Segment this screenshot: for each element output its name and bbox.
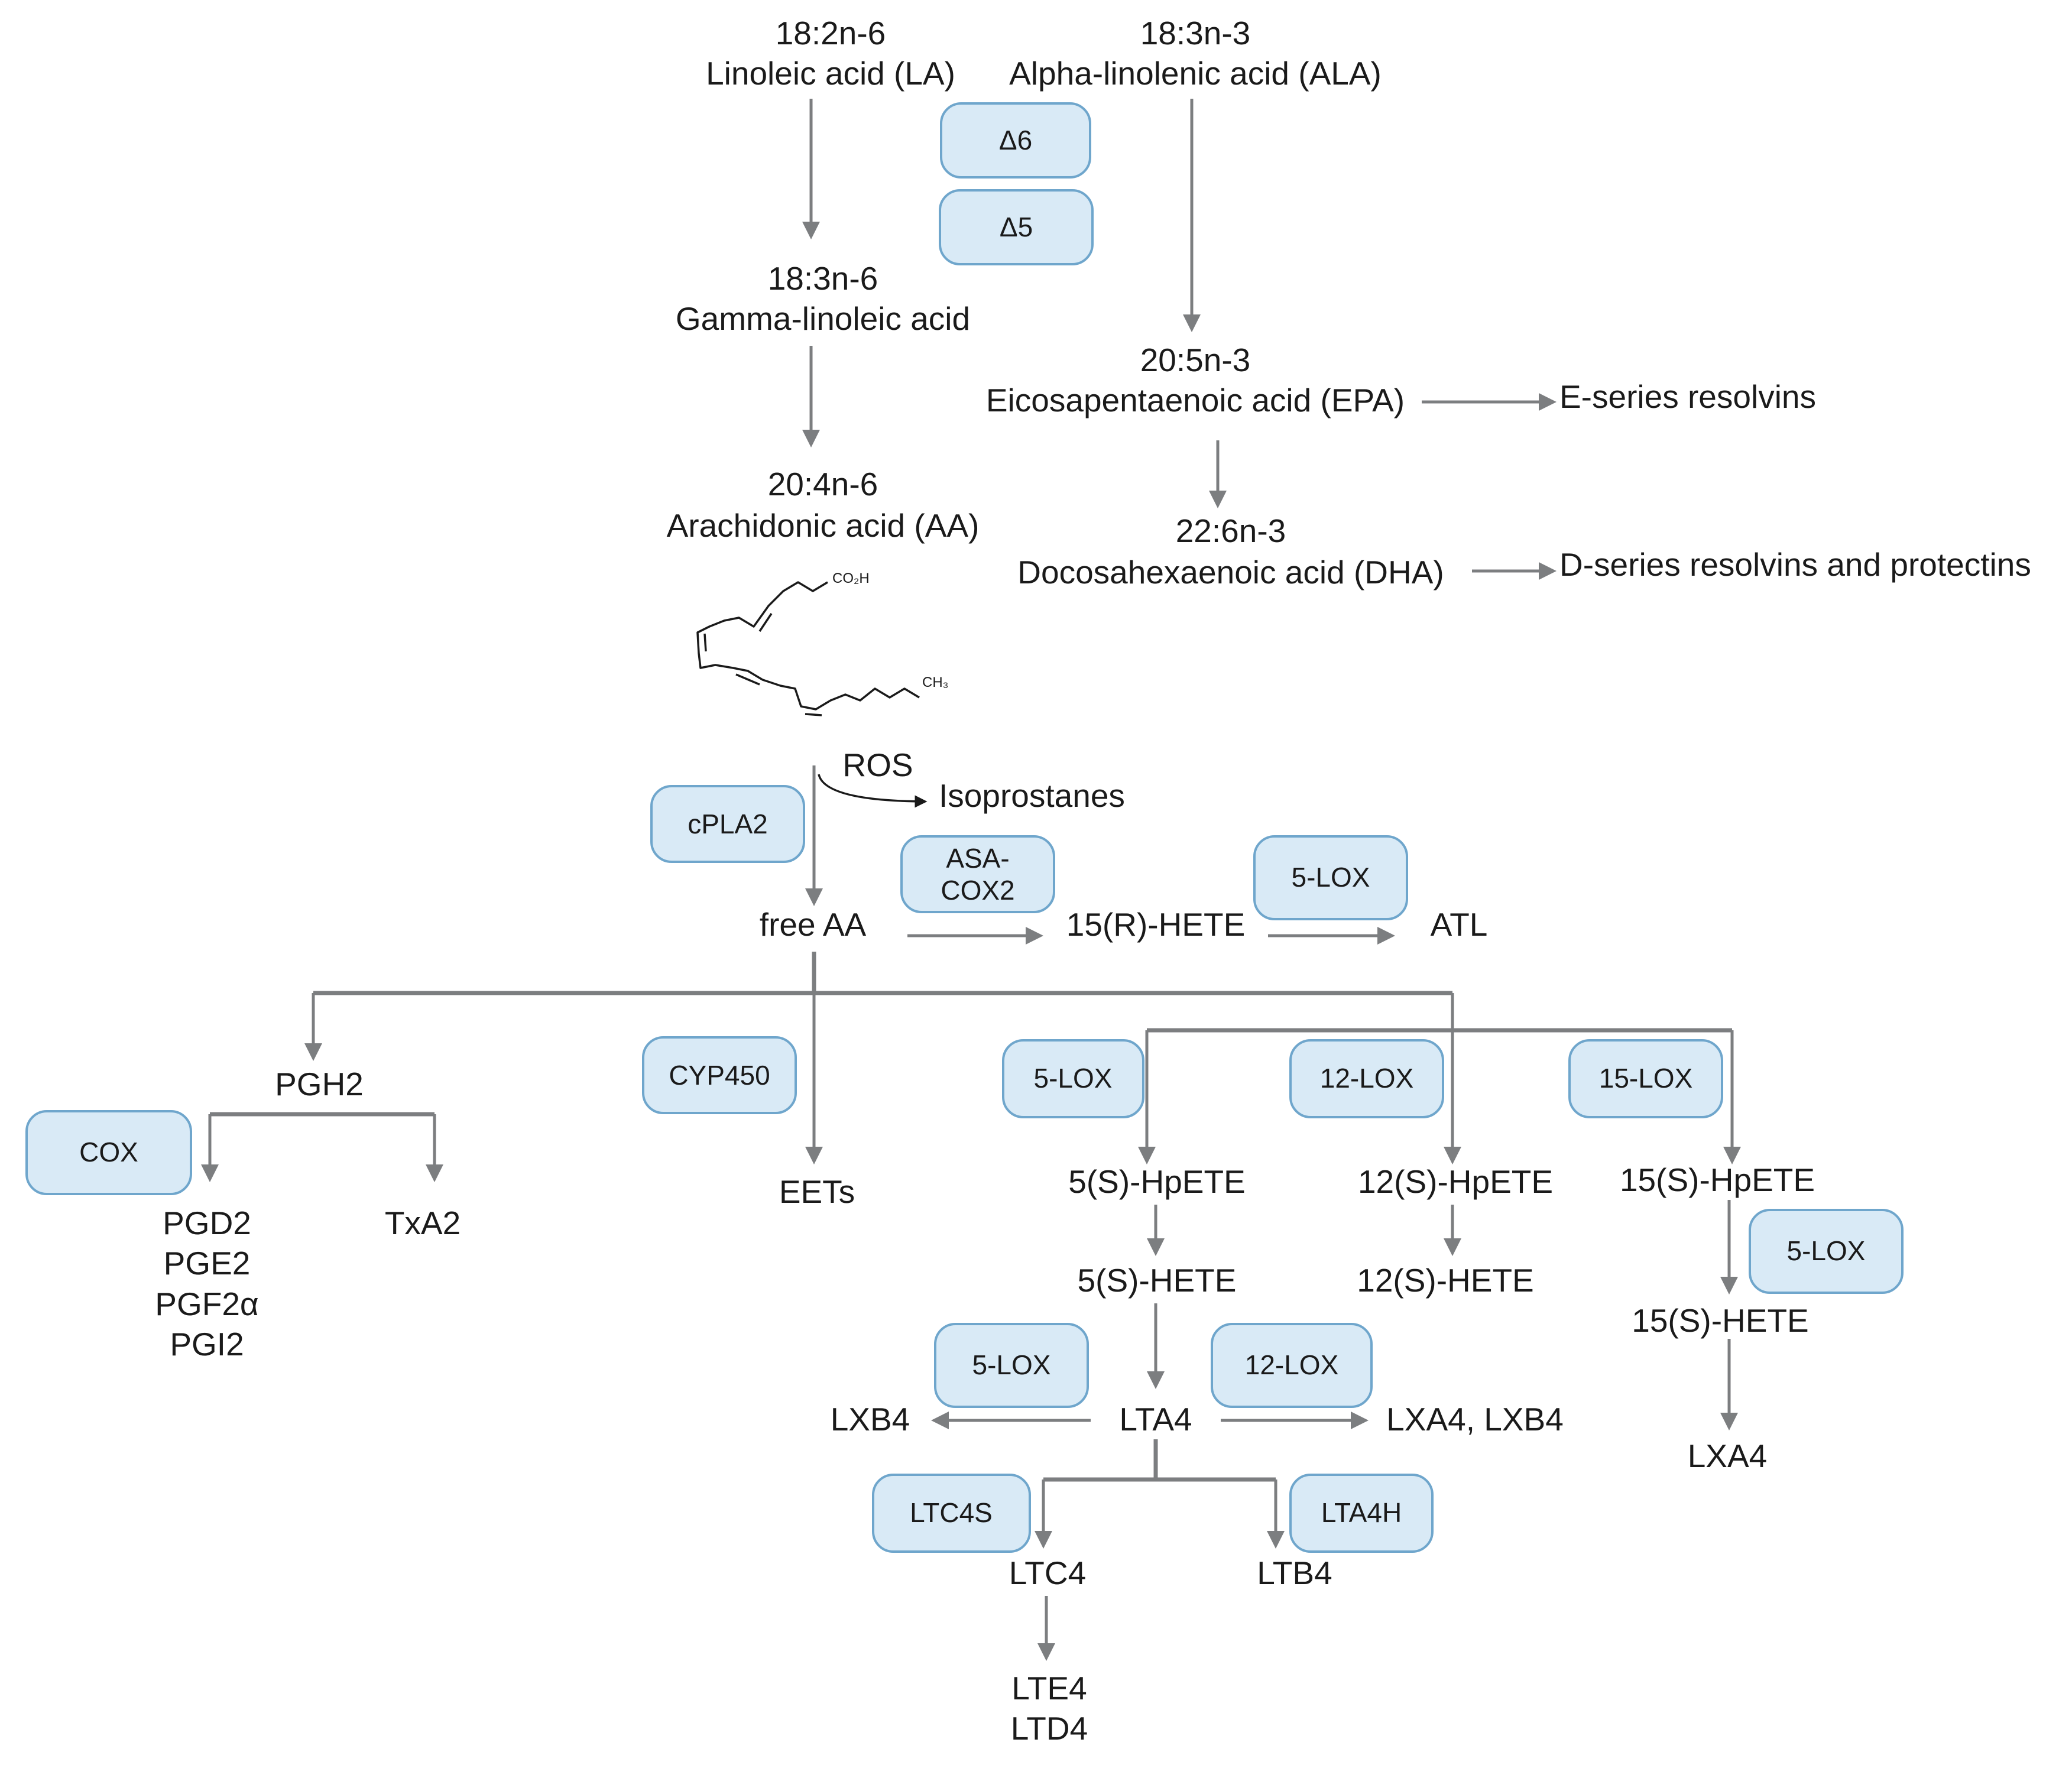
e-series-resolvins: E-series resolvins: [1559, 378, 1816, 415]
15r-hete-label: 15(R)-HETE: [1066, 906, 1246, 943]
aa-name: Arachidonic acid (AA): [667, 507, 980, 544]
12s-hpete-label: 12(S)-HpETE: [1358, 1163, 1553, 1200]
aa-carboxyl-label: CO₂H: [832, 570, 870, 586]
12s-hete-label: 12(S)-HETE: [1357, 1262, 1534, 1299]
pgd2-label: PGD2: [163, 1205, 251, 1241]
enzyme-5-lox-lxb4-label: 5-LOX: [972, 1349, 1051, 1380]
epa-code: 20:5n-3: [1140, 342, 1251, 378]
aa-double-bond-1: [758, 613, 773, 632]
enzyme-15-lox-label: 15-LOX: [1599, 1063, 1693, 1094]
aa-double-bond-3: [735, 673, 760, 686]
ltb4-label: LTB4: [1257, 1555, 1332, 1591]
ltd4-label: LTD4: [1011, 1710, 1088, 1747]
5s-hete-label: 5(S)-HETE: [1078, 1262, 1237, 1299]
enzyme-delta5-label: Δ5: [1000, 212, 1033, 242]
la-code: 18:2n-6: [776, 15, 886, 51]
txa2-label: TxA2: [385, 1205, 461, 1241]
enzyme-asa-cox2-label-line1: ASA-: [946, 843, 1009, 874]
aa-methyl-label: CH₃: [922, 674, 948, 690]
metabolites: 18:2n-6 Linoleic acid (LA) 18:3n-3 Alpha…: [155, 15, 2031, 1747]
enzyme-cyp450-label: CYP450: [669, 1060, 770, 1091]
isoprostanes-label: Isoprostanes: [939, 777, 1125, 814]
enzyme-15-lox: 15-LOX: [1568, 1039, 1723, 1118]
arrow-ros-to-isoprostanes: [818, 774, 928, 808]
15s-hete-label: 15(S)-HETE: [1632, 1302, 1809, 1339]
gla-name: Gamma-linoleic acid: [676, 300, 970, 337]
pge2-label: PGE2: [164, 1245, 251, 1281]
enzyme-delta5: Δ5: [939, 189, 1094, 265]
aa-chain-bonds: [696, 581, 920, 710]
enzyme-cyp450: CYP450: [642, 1036, 797, 1114]
ros-label: ROS: [842, 747, 913, 783]
arachidonic-acid-structure: CO₂H CH₃: [696, 570, 948, 716]
lte4-label: LTE4: [1011, 1670, 1087, 1706]
enzyme-5-lox-label: 5-LOX: [1034, 1063, 1113, 1094]
gla-code: 18:3n-6: [768, 260, 878, 297]
aa-code: 20:4n-6: [768, 466, 878, 502]
enzyme-cpla2-label: cPLA2: [688, 809, 768, 839]
enzyme-5-lox: 5-LOX: [1002, 1039, 1144, 1118]
enzyme-cpla2: cPLA2: [650, 785, 805, 863]
enzymes: Δ6 Δ5 cPLA2 ASA- COX2 5-LOX COX CYP450: [25, 102, 1904, 1553]
pgf2a-label: PGF2α: [155, 1286, 258, 1322]
ltc4-label: LTC4: [1009, 1555, 1086, 1591]
enzyme-delta6: Δ6: [940, 102, 1091, 179]
enzyme-5-lox-15s: 5-LOX: [1749, 1209, 1904, 1294]
enzyme-ltc4s-label: LTC4S: [910, 1497, 993, 1528]
ala-name: Alpha-linolenic acid (ALA): [1009, 55, 1382, 92]
enzyme-delta6-label: Δ6: [999, 125, 1032, 155]
dha-code: 22:6n-3: [1176, 512, 1286, 549]
ala-code: 18:3n-3: [1140, 15, 1251, 51]
pgh2-label: PGH2: [275, 1066, 364, 1102]
aa-double-bond-4: [805, 713, 822, 716]
enzyme-asa-cox2: ASA- COX2: [900, 835, 1055, 913]
lxa4-label: LXA4: [1688, 1438, 1768, 1474]
enzyme-lta4h-label: LTA4H: [1321, 1497, 1402, 1528]
5s-hpete-label: 5(S)-HpETE: [1068, 1163, 1246, 1200]
enzyme-5-lox-15s-label: 5-LOX: [1787, 1235, 1866, 1266]
free-aa-label: free AA: [760, 906, 867, 943]
enzyme-cox: COX: [25, 1110, 192, 1195]
lxa4-lxb4-label: LXA4, LXB4: [1386, 1401, 1564, 1438]
enzyme-cox-label: COX: [79, 1137, 138, 1167]
enzyme-12-lox-lxa4-label: 12-LOX: [1245, 1349, 1339, 1380]
enzyme-ltc4s: LTC4S: [872, 1474, 1031, 1553]
enzyme-12-lox: 12-LOX: [1289, 1039, 1444, 1118]
eets-label: EETs: [779, 1173, 855, 1210]
la-name: Linoleic acid (LA): [706, 55, 955, 92]
enzyme-lta4h: LTA4H: [1289, 1474, 1434, 1553]
d-series-resolvins-protectins: D-series resolvins and protectins: [1559, 546, 2031, 583]
15s-hpete-label: 15(S)-HpETE: [1620, 1161, 1815, 1198]
enzyme-5-lox-atl-label: 5-LOX: [1292, 862, 1370, 893]
lxb4-label: LXB4: [831, 1401, 910, 1438]
atl-label: ATL: [1431, 906, 1488, 943]
epa-name: Eicosapentaenoic acid (EPA): [986, 382, 1405, 418]
connectors: [201, 99, 1741, 1661]
enzyme-12-lox-lxa4: 12-LOX: [1211, 1323, 1373, 1408]
lta4-label: LTA4: [1119, 1401, 1192, 1438]
pgi2-label: PGI2: [170, 1326, 244, 1362]
dha-name: Docosahexaenoic acid (DHA): [1017, 554, 1444, 591]
enzyme-asa-cox2-label-line2: COX2: [941, 875, 1014, 906]
aa-double-bond-2: [703, 633, 707, 652]
enzyme-5-lox-atl: 5-LOX: [1253, 835, 1408, 920]
enzyme-5-lox-lxb4: 5-LOX: [934, 1323, 1089, 1408]
enzyme-12-lox-label: 12-LOX: [1320, 1063, 1414, 1094]
